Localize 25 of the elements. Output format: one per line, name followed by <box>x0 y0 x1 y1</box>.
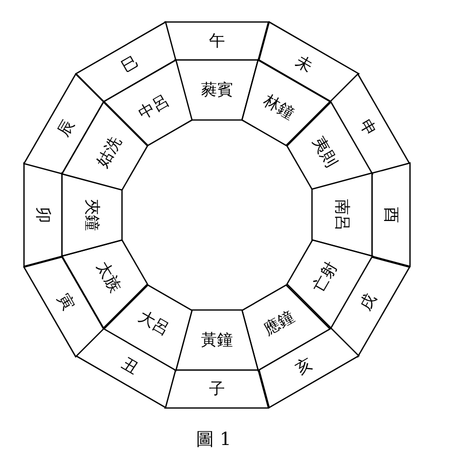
cell-label: 戌 <box>356 291 379 313</box>
cell-label: 丑 <box>119 354 141 377</box>
cell-label: 應鐘 <box>262 308 298 338</box>
cell-label: 寅 <box>55 291 78 313</box>
cell-label: 林鐘 <box>262 92 298 122</box>
cell-label: 蕤賓 <box>200 82 233 98</box>
cell-label: 中呂 <box>136 92 172 122</box>
cell-label: 申 <box>356 117 379 139</box>
cell-label: 南呂 <box>334 198 350 231</box>
cell-label: 辰 <box>55 117 78 139</box>
cell-label: 午 <box>208 33 225 49</box>
cell-label: 子 <box>208 381 225 397</box>
cell-label: 巳 <box>119 53 141 76</box>
cell-label: 太族 <box>94 260 124 296</box>
cell-label: 夾鐘 <box>84 198 100 231</box>
cell-label: 酉 <box>383 206 399 223</box>
cell-label: 黃鐘 <box>200 332 233 348</box>
caption: 圖 1 <box>196 428 232 452</box>
cell-label: 亡射 <box>310 260 340 296</box>
cell-label: 未 <box>293 53 315 76</box>
cell-label: 亥 <box>293 354 315 377</box>
cell-label: 姑洗 <box>94 134 124 170</box>
cell-label: 卯 <box>35 206 51 223</box>
cell-label: 夷則 <box>310 134 340 170</box>
cell-label: 大呂 <box>136 308 172 338</box>
